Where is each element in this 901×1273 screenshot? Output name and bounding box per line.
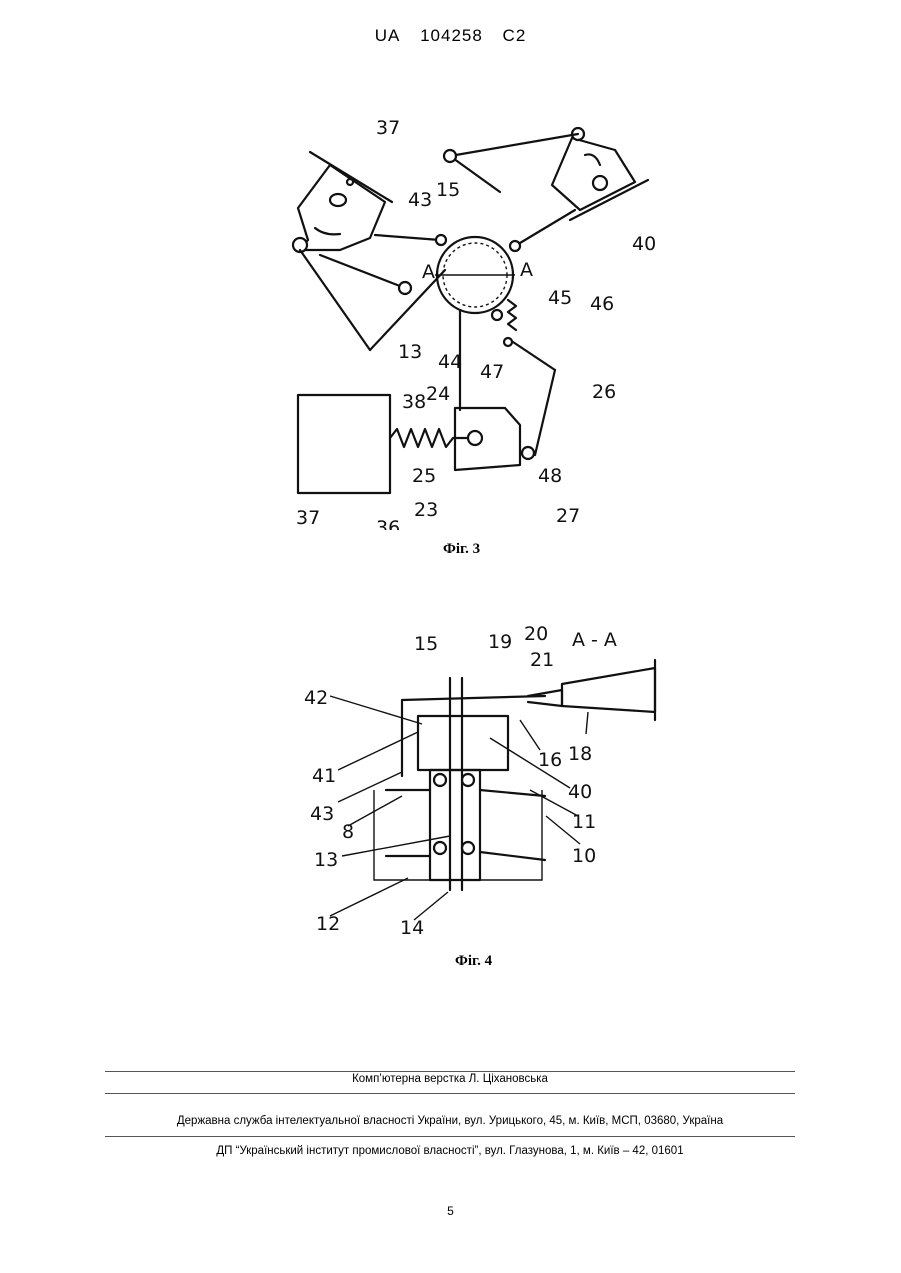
label-26: 26	[592, 381, 616, 403]
label-8: 8	[342, 821, 354, 843]
label-13: 13	[398, 341, 422, 363]
label-48: 48	[538, 465, 562, 487]
label-44: 44	[438, 351, 462, 373]
figure-4-drawing: A - A 15 19 2	[290, 620, 670, 940]
rod-47	[535, 370, 555, 455]
spring-45	[508, 300, 516, 330]
label-43: 43	[310, 803, 334, 825]
label-10: 10	[572, 845, 596, 867]
top-link	[450, 134, 578, 156]
label-40: 40	[568, 781, 592, 803]
label-24: 24	[426, 383, 450, 405]
label-16: 16	[538, 749, 562, 771]
label-14: 14	[400, 917, 424, 939]
link	[375, 235, 440, 240]
figure-3-caption: Фіг. 3	[443, 541, 480, 558]
label-21: 21	[530, 649, 554, 671]
label-38: 38	[402, 391, 426, 413]
label-25: 25	[412, 465, 436, 487]
label-15: 15	[436, 179, 460, 201]
label-37-top: 37	[376, 117, 400, 139]
label-18: 18	[568, 743, 592, 765]
label-45: 45	[548, 287, 572, 309]
footer-rule-1	[105, 1071, 795, 1072]
footer-rule-3	[105, 1136, 795, 1137]
label-12: 12	[316, 913, 340, 935]
patent-number: 104258	[420, 26, 483, 45]
institute-address: ДП “Український інститут промислової вла…	[105, 1145, 795, 1157]
upper-left-bracket	[293, 152, 392, 252]
label-36: 36	[376, 517, 400, 530]
label-20: 20	[524, 623, 548, 645]
handle-18	[562, 668, 655, 712]
label-46: 46	[590, 293, 614, 315]
label-41: 41	[312, 765, 336, 787]
lower-frame	[374, 790, 542, 880]
footer-rule-2	[105, 1093, 795, 1094]
agency-address: Державна служба інтелектуальної власност…	[105, 1115, 795, 1127]
link	[515, 210, 575, 246]
patent-header: UA 104258 C2	[0, 26, 901, 46]
label-23: 23	[414, 499, 438, 521]
frame	[402, 696, 545, 776]
label-a-left: A	[422, 261, 435, 283]
label-42: 42	[304, 687, 328, 709]
country-code: UA	[375, 26, 401, 45]
label-15: 15	[414, 633, 438, 655]
document-kind: C2	[503, 26, 527, 45]
label-19: 19	[488, 631, 512, 653]
label-40: 40	[632, 233, 656, 255]
figure-4-caption: Фіг. 4	[455, 953, 492, 970]
link	[320, 255, 405, 288]
handle-connector	[528, 690, 562, 706]
spring-36	[390, 429, 468, 447]
label-47: 47	[480, 361, 504, 383]
page-number: 5	[0, 1204, 901, 1218]
label-37-bottom: 37	[296, 507, 320, 529]
figure-3-drawing: 37 43 15 40 A A 45 46 13 44 47 24 26 38 …	[280, 110, 680, 530]
label-43: 43	[408, 189, 432, 211]
label-27: 27	[556, 505, 580, 527]
link	[510, 340, 555, 370]
link	[300, 250, 370, 350]
layout-credit: Комп’ютерна верстка Л. Ціхановська	[105, 1073, 795, 1085]
section-label: A - A	[572, 629, 617, 651]
upper-right-bracket	[552, 128, 648, 220]
label-11: 11	[572, 811, 596, 833]
label-13: 13	[314, 849, 338, 871]
label-a-right: A	[520, 259, 533, 281]
